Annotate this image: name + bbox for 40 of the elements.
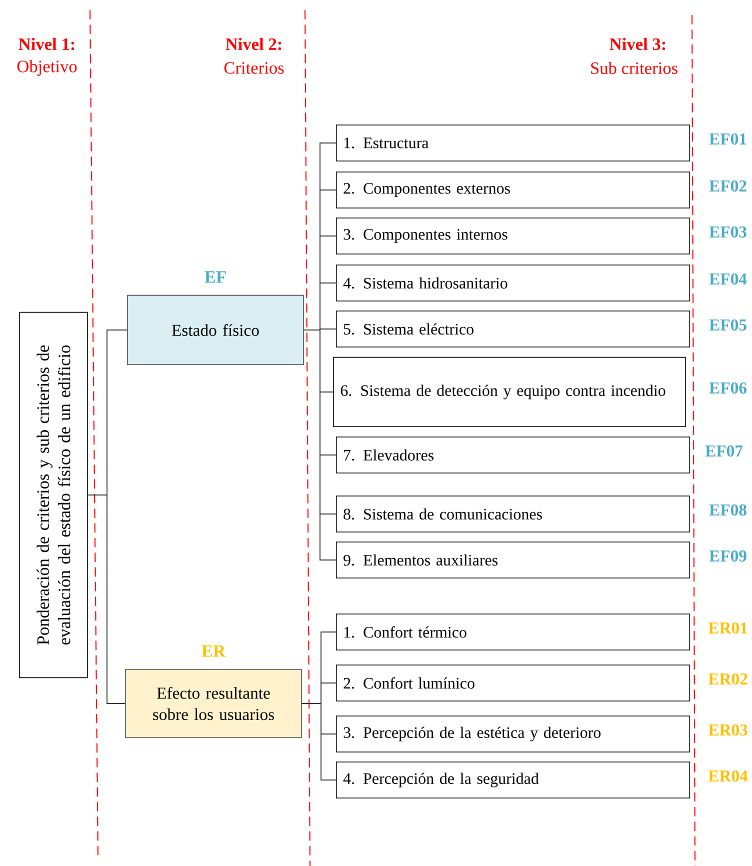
subcriterion-box: 5. Sistema eléctrico: [336, 310, 690, 348]
criterion-code: ER: [202, 645, 226, 657]
subcriterion-code: EF07: [705, 445, 743, 457]
subcriterion-code: EF05: [709, 319, 746, 331]
level-heading: Sub criterios: [591, 62, 678, 74]
level-heading: Criterios: [224, 62, 284, 74]
subcriterion-code: EF01: [709, 133, 746, 145]
subcriterion-code: ER01: [708, 622, 748, 634]
objective-box: Ponderación de criterios y sub criterios de evaluación del estado físico de un edificio: [19, 312, 88, 678]
subcriterion-code: EF09: [709, 550, 746, 562]
subcriterion-box: 7. Elevadores: [336, 436, 690, 474]
criterion-box: Estado físico: [127, 294, 304, 366]
subcriterion-code: EF03: [709, 226, 746, 238]
level-heading: Nivel 1:: [18, 38, 74, 50]
subcriterion-box: 6. Sistema de detección y equipo contra incendio: [333, 356, 686, 428]
subcriterion-box: 4. Sistema hidrosanitario: [336, 264, 690, 302]
subcriterion-code: EF02: [709, 180, 746, 192]
connector-line: [301, 703, 336, 780]
connector-line: [303, 330, 336, 560]
subcriterion-box: 1. Estructura: [336, 124, 690, 162]
subcriterion-code: EF08: [709, 504, 746, 516]
subcriterion-code: ER03: [708, 724, 748, 736]
subcriterion-box: 9. Elementos auxiliares: [336, 542, 690, 578]
subcriterion-code: ER02: [708, 673, 748, 685]
connector-line: [87, 494, 126, 704]
subcriterion-box: 3. Percepción de la estética y deterioro: [336, 716, 690, 752]
subcriterion-box: 2. Componentes externos: [336, 172, 690, 208]
level-heading: Nivel 3:: [610, 38, 666, 50]
level-heading: Nivel 2:: [226, 38, 282, 50]
subcriterion-code: EF04: [709, 273, 747, 285]
subcriterion-box: 4. Percepción de la seguridad: [336, 762, 690, 798]
criterion-box: Efecto resultante sobre los usuarios: [125, 669, 302, 738]
subcriterion-code: EF06: [709, 382, 746, 394]
subcriterion-code: ER04: [708, 770, 748, 782]
level-heading: Objetivo: [17, 60, 77, 76]
subcriterion-box: 2. Confort lumínico: [336, 664, 690, 702]
criterion-code: EF: [204, 271, 226, 283]
subcriterion-box: 3. Componentes internos: [336, 218, 690, 254]
subcriterion-box: 8. Sistema de comunicaciones: [336, 496, 690, 532]
subcriterion-box: 1. Confort térmico: [336, 614, 690, 650]
